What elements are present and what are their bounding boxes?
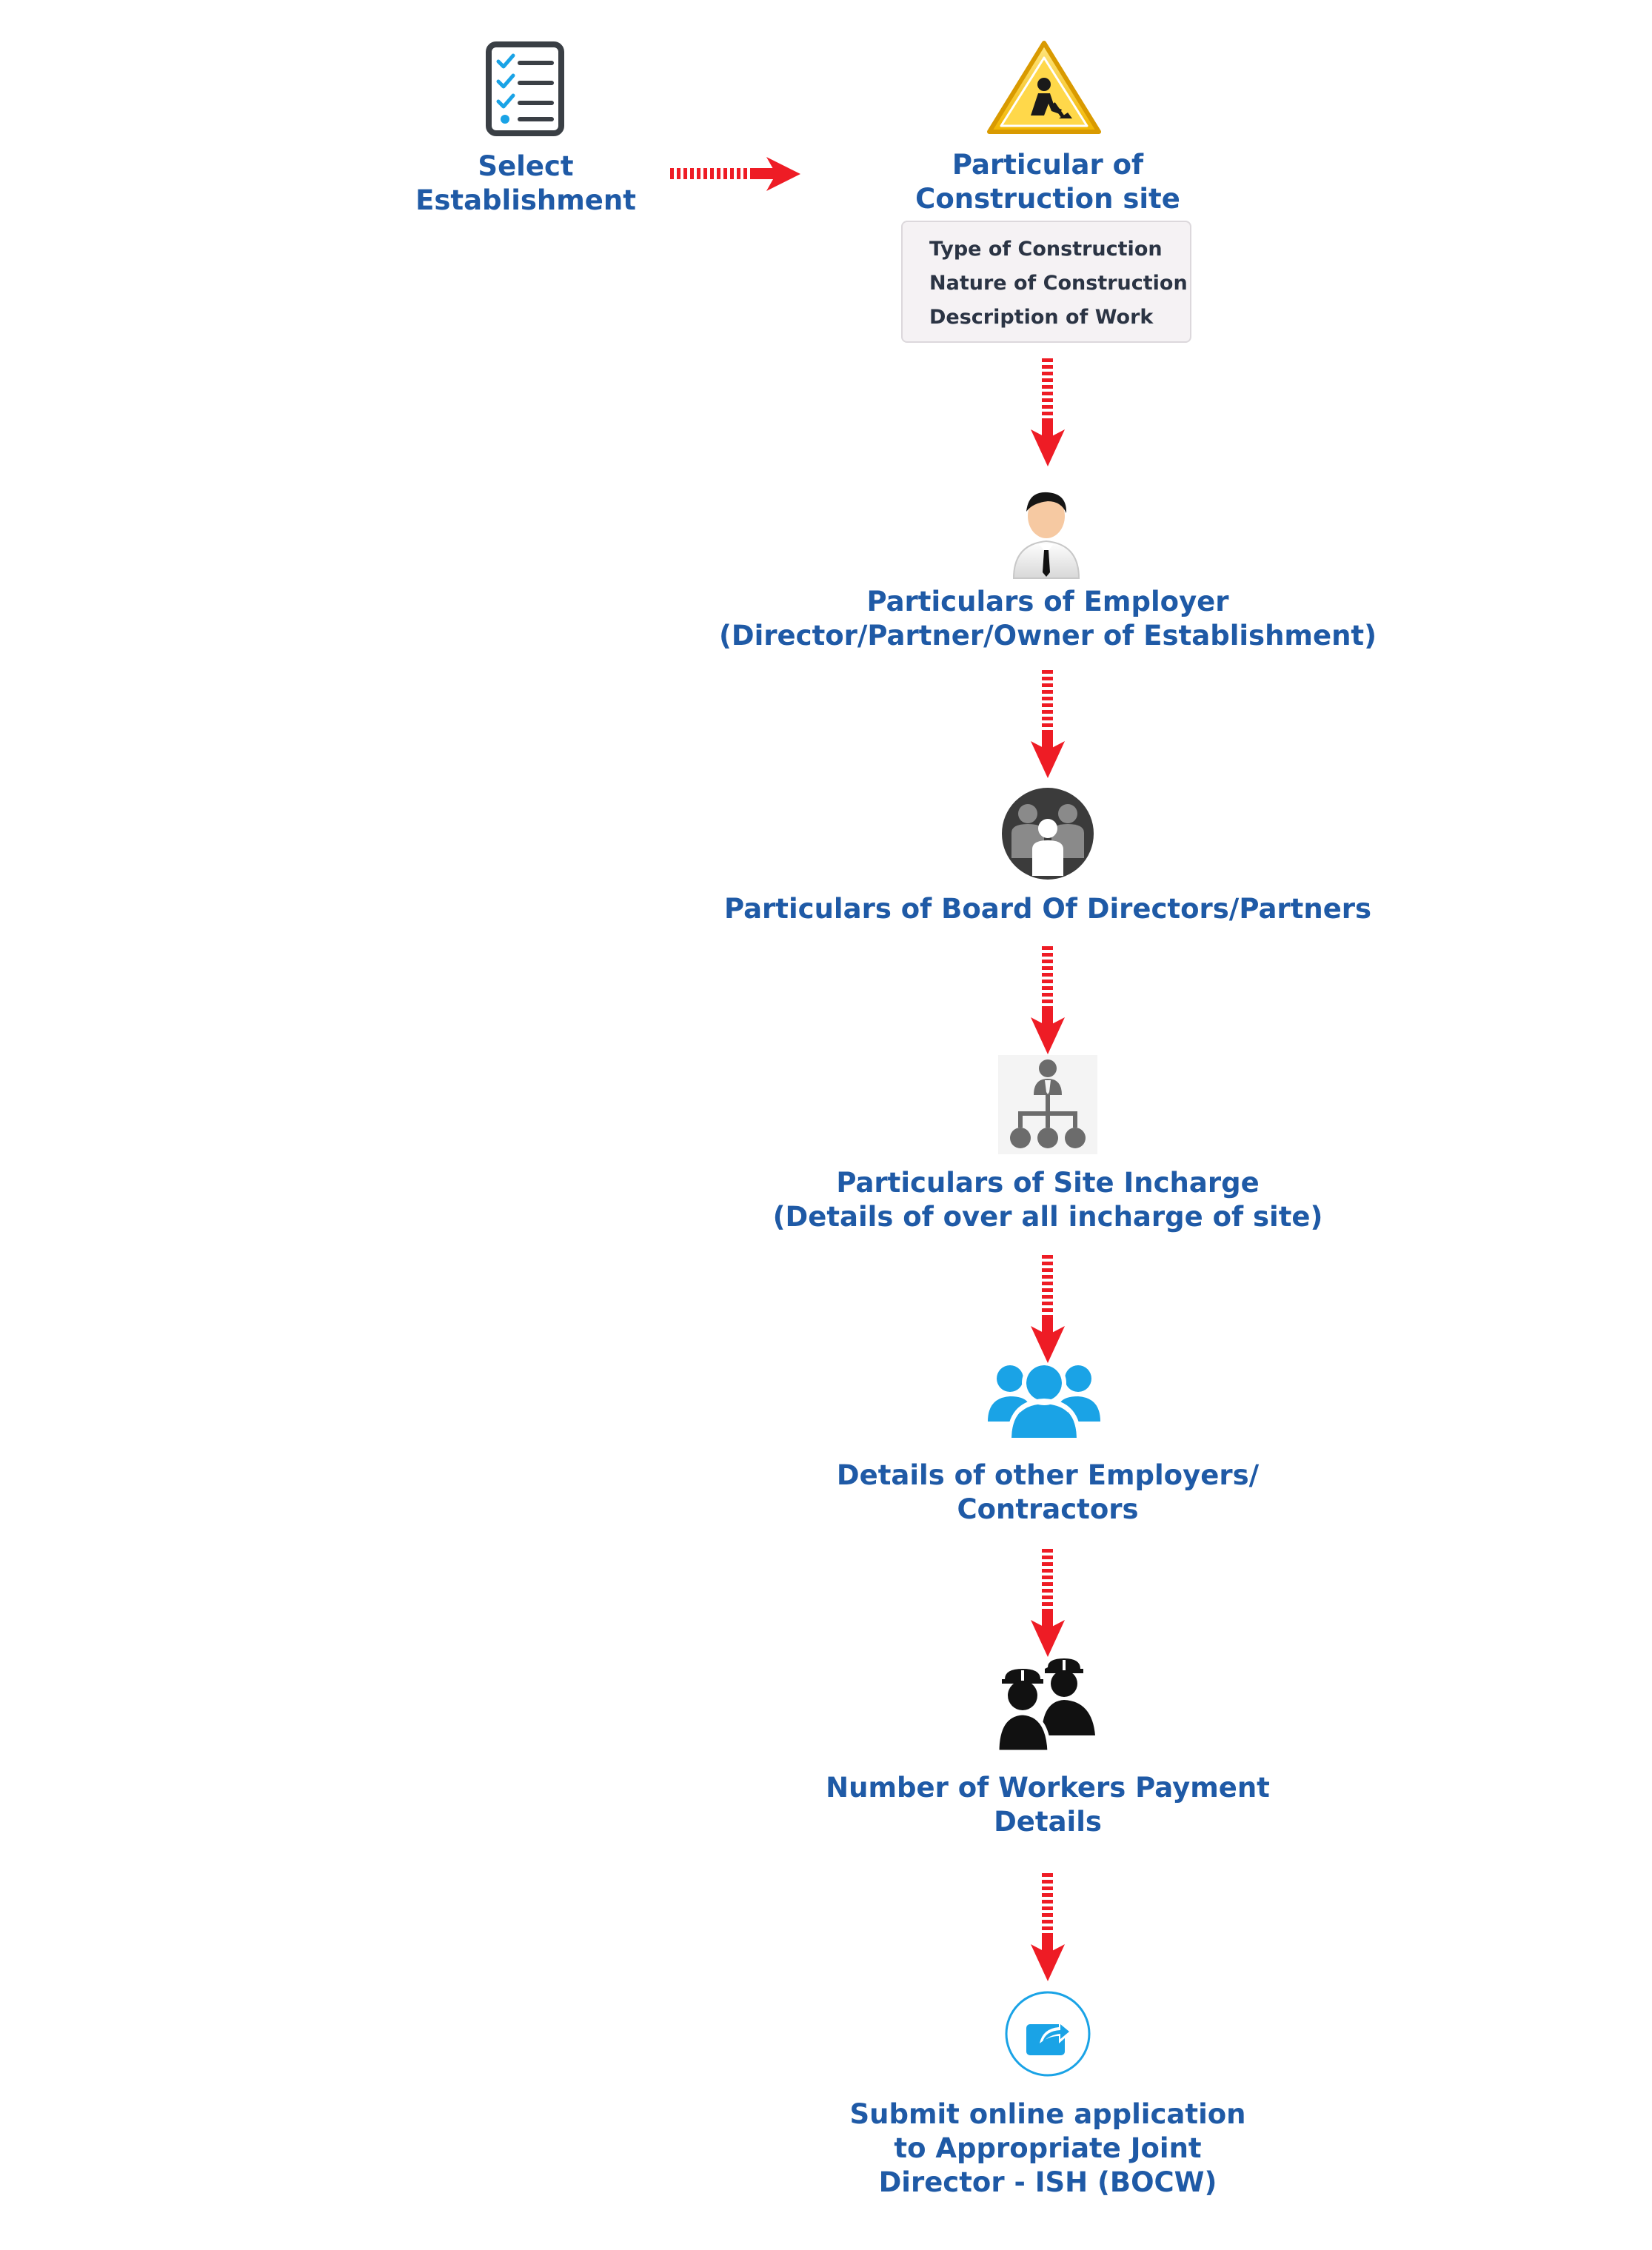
step-workers-payment-label: Number of Workers Payment Details — [826, 1771, 1270, 1839]
label-line: Particulars of Board Of Directors/Partne… — [723, 893, 1372, 925]
label-line: Particulars of Site Incharge — [836, 1167, 1260, 1199]
label-line: Contractors — [957, 1493, 1139, 1525]
label-line: Details of other Employers/ — [836, 1459, 1260, 1491]
flow-arrow-down — [1031, 1549, 1065, 1657]
flow-arrow-down — [1031, 1873, 1065, 1981]
sub-item-nature-of-construction: Nature of Construction — [929, 272, 1188, 295]
workers-helmet-icon — [996, 1658, 1095, 1754]
flow-arrow-down — [1031, 946, 1065, 1054]
step-employer-label: Particulars of Employer (Director/Partne… — [719, 585, 1377, 653]
flow-arrow-down — [1031, 358, 1065, 466]
checklist-icon — [486, 41, 564, 136]
label-line: (Director/Partner/Owner of Establishment… — [718, 620, 1377, 652]
hierarchy-icon — [998, 1055, 1097, 1154]
construction-details-box: Type of Construction Nature of Construct… — [901, 221, 1191, 343]
label-line: Select — [478, 150, 574, 182]
construction-warning-icon — [987, 41, 1101, 134]
flow-arrow-down — [1031, 670, 1065, 778]
flow-arrow-down — [1031, 1255, 1065, 1363]
label-line: Director - ISH (BOCW) — [878, 2166, 1217, 2198]
label-line: Submit online application — [849, 2098, 1246, 2130]
step-select-establishment-label: Select Establishment — [415, 150, 636, 218]
step-other-employers-label: Details of other Employers/ Contractors — [837, 1459, 1259, 1527]
label-line: Particulars of Employer — [866, 586, 1229, 617]
share-submit-icon — [1005, 1991, 1091, 2077]
label-line: Construction site — [915, 183, 1180, 215]
step-construction-site-label: Particular of Construction site — [915, 148, 1180, 216]
sub-item-type-of-construction: Type of Construction — [929, 238, 1163, 261]
flow-arrow-right — [670, 157, 800, 191]
step-site-incharge-label: Particulars of Site Incharge (Details of… — [773, 1166, 1323, 1234]
label-line: (Details of over all incharge of site) — [772, 1201, 1323, 1233]
label-line: Establishment — [415, 184, 636, 216]
label-line: Number of Workers Payment — [826, 1772, 1270, 1804]
label-line: to Appropriate Joint — [894, 2132, 1202, 2164]
employer-person-icon — [1012, 492, 1080, 579]
step-board-of-directors-label: Particulars of Board Of Directors/Partne… — [724, 892, 1371, 926]
group-people-icon — [1002, 788, 1094, 880]
label-line: Details — [994, 1806, 1102, 1838]
label-line: Particular of — [952, 149, 1144, 181]
sub-item-description-of-work: Description of Work — [929, 306, 1154, 329]
step-submit-application-label: Submit online application to Appropriate… — [849, 2097, 1245, 2200]
users-icon — [988, 1361, 1100, 1440]
